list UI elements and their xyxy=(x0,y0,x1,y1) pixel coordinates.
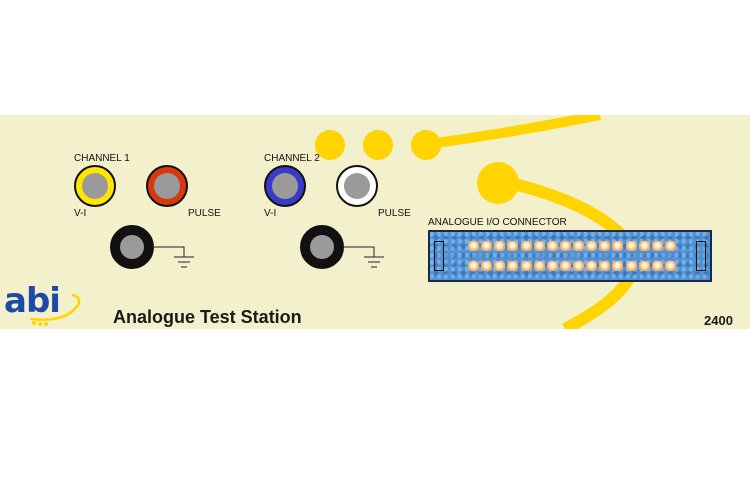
connector-pin xyxy=(494,241,506,251)
connector-pin-row-bottom xyxy=(468,260,676,272)
analogue-io-connector[interactable] xyxy=(428,230,712,282)
connector-pin xyxy=(546,261,558,271)
channel1-pulse-jack[interactable] xyxy=(146,165,188,207)
logo-swoosh xyxy=(29,293,81,326)
connector-pin-row-top xyxy=(468,240,676,252)
connector-pin xyxy=(468,261,479,271)
channel2-vi-jack[interactable] xyxy=(264,165,306,207)
connector-pin xyxy=(612,261,624,271)
decor-dot xyxy=(477,162,519,204)
channel2-label: CHANNEL 2 xyxy=(264,153,320,164)
connector-pin xyxy=(573,261,584,271)
channel2-ground-jack[interactable] xyxy=(300,225,344,269)
model-number: 2400 xyxy=(704,313,733,328)
connector-pin xyxy=(586,261,598,271)
channel1-pulse-label: PULSE xyxy=(188,208,221,219)
channel1-ground-jack[interactable] xyxy=(110,225,154,269)
connector-pin xyxy=(520,261,532,271)
decor-dot xyxy=(315,130,345,160)
connector-pin xyxy=(638,241,650,251)
connector-pin xyxy=(625,261,637,271)
channel2-vi-label: V-I xyxy=(264,208,277,219)
channel2-pulse-jack[interactable] xyxy=(336,165,378,207)
connector-pin xyxy=(638,261,650,271)
decor-dot xyxy=(363,130,393,160)
connector-pin xyxy=(559,241,571,251)
decorative-swoosh xyxy=(315,115,640,329)
decor-dot xyxy=(411,130,441,160)
abi-logo: abi xyxy=(4,281,61,321)
connector-pin xyxy=(481,241,493,251)
connector-pin xyxy=(546,241,558,251)
connector-pin xyxy=(507,261,519,271)
connector-pin xyxy=(507,241,519,251)
connector-pin xyxy=(559,261,571,271)
connector-pin xyxy=(468,241,479,251)
test-station-front-panel: CHANNEL 1 V-I PULSE CHANNEL 2 V-I PULSE … xyxy=(0,115,750,329)
channel1-label: CHANNEL 1 xyxy=(74,153,130,164)
connector-pin xyxy=(533,261,545,271)
connector-pin xyxy=(651,261,663,271)
connector-pin xyxy=(651,241,663,251)
channel2-pulse-label: PULSE xyxy=(378,208,411,219)
channel1-vi-label: V-I xyxy=(74,208,87,219)
connector-pin xyxy=(599,261,611,271)
connector-pin xyxy=(520,241,532,251)
connector-label: ANALOGUE I/O CONNECTOR xyxy=(428,217,567,228)
connector-pin xyxy=(599,241,611,251)
channel1-vi-jack[interactable] xyxy=(74,165,116,207)
connector-endcap-left xyxy=(434,241,444,271)
connector-pin xyxy=(494,261,506,271)
connector-pin xyxy=(573,241,584,251)
connector-pin xyxy=(533,241,545,251)
product-title: Analogue Test Station xyxy=(113,307,302,327)
connector-pin xyxy=(625,241,637,251)
connector-endcap-right xyxy=(696,241,706,271)
connector-pin xyxy=(612,241,624,251)
connector-pin xyxy=(481,261,493,271)
connector-pin xyxy=(664,241,676,251)
ground-icon xyxy=(152,246,194,268)
connector-pin xyxy=(586,241,598,251)
ground-icon xyxy=(342,246,384,268)
connector-pin xyxy=(664,261,676,271)
